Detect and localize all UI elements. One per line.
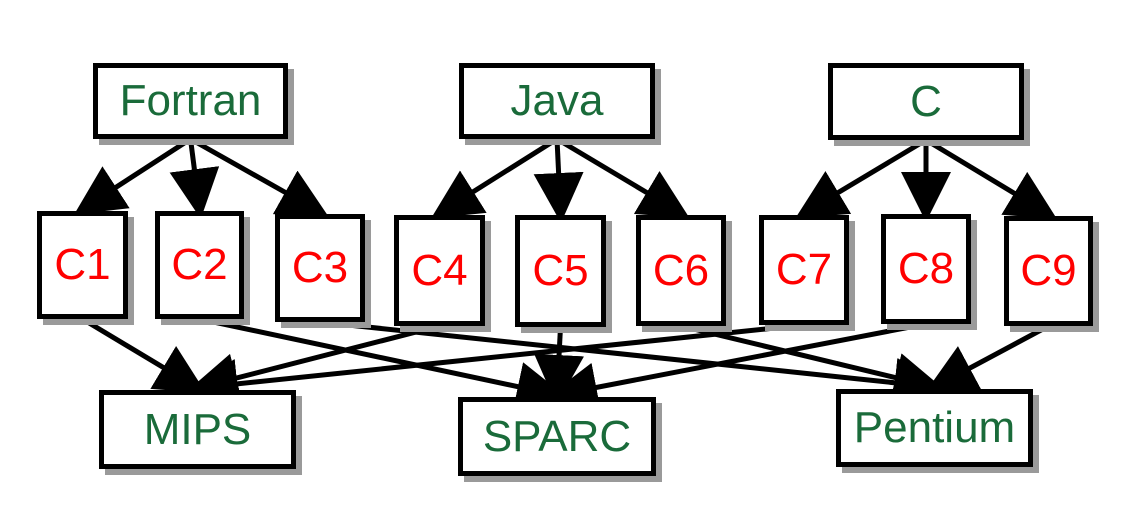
edge-c-c7 — [795, 137, 928, 219]
edge-fortran-c3 — [189, 136, 329, 217]
node-label: C9 — [1020, 246, 1077, 295]
node-c7: C7 — [759, 215, 849, 325]
node-java: Java — [459, 63, 655, 139]
edge-c5-sparc — [534, 326, 585, 405]
edge-fortran-c2 — [169, 138, 220, 219]
node-c3: C3 — [275, 214, 365, 322]
node-label: C1 — [54, 240, 111, 289]
node-sparc: SPARC — [458, 397, 656, 476]
node-label: Fortran — [119, 76, 262, 125]
node-c2: C2 — [155, 211, 244, 319]
edge-fortran-c1 — [74, 136, 192, 215]
node-c: C — [828, 63, 1024, 140]
edge-c9-pentium — [925, 323, 1050, 392]
edge-c7-mips — [187, 322, 805, 409]
node-c5: C5 — [515, 215, 606, 327]
node-c6: C6 — [636, 215, 726, 326]
node-label: C7 — [775, 245, 833, 294]
edge-c-c9 — [924, 137, 1058, 220]
node-c8: C8 — [881, 214, 971, 324]
node-label: C4 — [411, 245, 468, 295]
edge-java-c5 — [533, 138, 584, 223]
node-label: C2 — [171, 240, 228, 289]
node-mips: MIPS — [99, 390, 296, 469]
node-label: C8 — [897, 244, 955, 293]
edge-c1-mips — [81, 316, 207, 394]
edge-c4-mips — [187, 323, 441, 403]
edge-java-c4 — [431, 136, 559, 219]
node-label: C5 — [532, 246, 589, 295]
node-label: Pentium — [853, 403, 1016, 452]
node-label: C — [910, 76, 942, 126]
node-c4: C4 — [394, 215, 485, 326]
edge-c8-sparc — [547, 321, 927, 412]
node-label: C6 — [652, 245, 710, 295]
node-label: MIPS — [143, 404, 252, 454]
node-c9: C9 — [1004, 216, 1093, 326]
node-fortran: Fortran — [93, 63, 288, 139]
edge-java-c6 — [555, 136, 690, 219]
node-c1: C1 — [37, 211, 128, 319]
node-label: C3 — [291, 243, 349, 292]
edge-c2-sparc — [198, 316, 567, 412]
edge-c6-pentium — [680, 323, 945, 402]
node-label: Java — [510, 76, 604, 125]
node-pentium: Pentium — [836, 389, 1033, 467]
node-label: SPARC — [482, 411, 632, 461]
